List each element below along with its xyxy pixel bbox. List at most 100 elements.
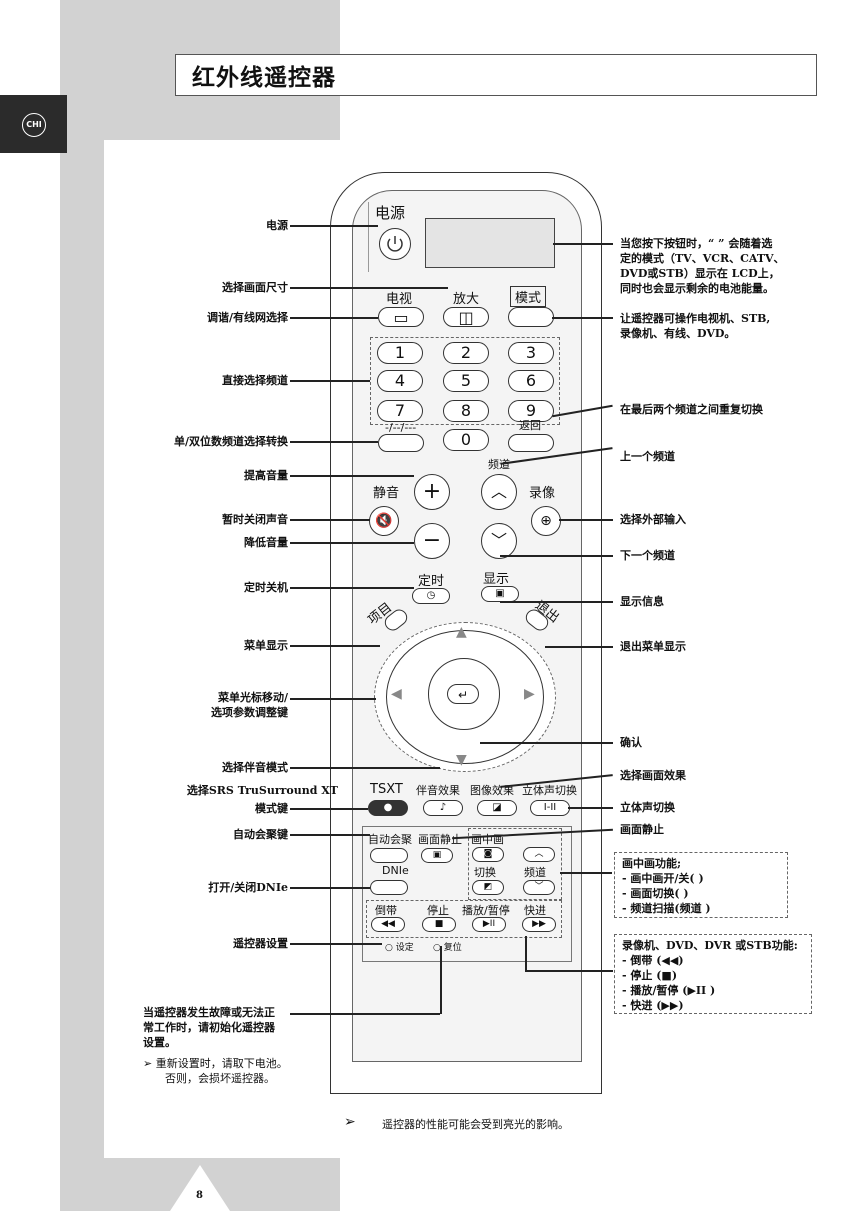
still-button[interactable]: ▣ — [421, 848, 453, 863]
mode-label: 模式 — [510, 286, 547, 307]
source-icon: ⊕ — [540, 513, 552, 529]
num-5[interactable]: 5 — [443, 370, 489, 392]
language-badge: CHI — [22, 113, 46, 137]
pip-button[interactable]: ◙ — [472, 847, 504, 862]
anno-direct-channel: 直接选择频道 — [222, 374, 288, 387]
num-0[interactable]: 0 — [443, 429, 489, 451]
source-label: 录像 — [529, 486, 556, 501]
anno-tv: 调谐/有线网选择 — [206, 311, 288, 324]
vcr-info-box — [614, 934, 812, 1014]
anno-dnie: 打开/关闭DNIe — [208, 881, 288, 894]
ff-button[interactable]: ▶▶ — [522, 917, 556, 932]
prech-label: 返回 — [519, 419, 541, 432]
prech-button[interactable] — [508, 434, 554, 452]
footer-note: 遥控器的性能可能会受到亮光的影响。 — [382, 1118, 569, 1131]
auto-focus-label: 自动会聚 — [368, 833, 412, 846]
anno-srs-2: 模式键 — [255, 802, 288, 815]
anno-exit: 退出菜单显示 — [620, 640, 686, 653]
stop-label: 停止 — [427, 904, 449, 917]
anno-ch-up: 上一个频道 — [620, 450, 675, 463]
anno-screen-size: 选择画面尺寸 — [222, 281, 288, 294]
swap-button[interactable]: ◩ — [472, 880, 504, 895]
picture-effect-button[interactable]: ◪ — [477, 800, 517, 816]
anno-remote-setup: 遥控器设置 — [233, 937, 288, 950]
anno-ch-down: 下一个频道 — [620, 549, 675, 562]
sleep-button[interactable]: ◷ — [412, 588, 450, 604]
source-button[interactable]: ⊕ — [531, 506, 561, 536]
play-pause-button[interactable]: ▶II — [472, 917, 506, 932]
footer-arrow: ➢ — [344, 1114, 356, 1130]
tsxt-button[interactable]: ● — [368, 800, 408, 816]
set-label: ○ 设定 — [385, 943, 414, 953]
num-7[interactable]: 7 — [377, 400, 423, 422]
info-button[interactable]: ▣ — [481, 586, 519, 602]
right-arrow-icon[interactable]: ▶ — [524, 686, 535, 702]
page-title: 红外线遥控器 — [192, 64, 336, 91]
swap-label: 切换 — [474, 866, 496, 879]
num-9[interactable]: 9 — [508, 400, 554, 422]
anno-enter: 确认 — [620, 736, 642, 749]
power-label: 电源 — [375, 204, 406, 222]
anno-menu: 菜单显示 — [244, 639, 288, 652]
mute-button[interactable]: 🔇 — [369, 506, 399, 536]
stereo-button[interactable]: I-II — [530, 800, 570, 816]
anno-srs-1: 选择SRS TruSurround XT — [186, 784, 338, 797]
dash-button[interactable] — [378, 434, 424, 452]
rew-button[interactable]: ◀◀ — [371, 917, 405, 932]
vcr-box-content: 录像机、DVD、DVR 或STB功能: - 倒带 (◀◀)- 停止 (■) - … — [622, 939, 798, 1012]
mute-icon: 🔇 — [375, 513, 393, 529]
anno-info: 显示信息 — [620, 595, 664, 608]
pip-ch-down-button[interactable]: ﹀ — [523, 880, 555, 895]
vcr-frame — [366, 900, 562, 938]
left-arrow-icon[interactable]: ◀ — [391, 686, 402, 702]
power-icon — [387, 236, 403, 252]
channel-down-button[interactable]: ﹀ — [481, 523, 517, 559]
enter-button[interactable]: ↵ — [428, 658, 500, 730]
lower-panel — [362, 826, 572, 962]
play-pause-label: 播放/暂停 — [462, 904, 510, 917]
num-1[interactable]: 1 — [377, 342, 423, 364]
zoom-button[interactable]: ◫ — [443, 307, 489, 327]
rew-label: 倒带 — [375, 904, 397, 917]
down-arrow-icon[interactable]: ▼ — [456, 752, 467, 768]
dnie-label: DNIe — [382, 864, 409, 877]
reset-note: 当遥控器发生故障或无法正常工作时，请初始化遥控器设置。 — [143, 1006, 275, 1049]
anno-mode: 让遥控器可操作电视机、STB,录像机、有线、DVD。 — [620, 312, 771, 340]
num-3[interactable]: 3 — [508, 342, 554, 364]
dnie-button[interactable] — [370, 880, 408, 895]
still-label: 画面静止 — [418, 833, 462, 846]
anno-power: 电源 — [266, 219, 288, 232]
stop-button[interactable]: ■ — [422, 917, 456, 932]
channel-up-button[interactable]: ︿ — [481, 474, 517, 510]
tv-button[interactable]: ▭ — [378, 307, 424, 327]
num-2[interactable]: 2 — [443, 342, 489, 364]
anno-cursor-1: 菜单光标移动/ — [217, 691, 288, 704]
battery-note: ➢ 重新设置时，请取下电池。否则，会损坏遥控器。 — [143, 1057, 288, 1085]
anno-lcd: 当您按下按钮时，“ ” 会随着选定的模式（TV、VCR、CATV、 DVD或ST… — [620, 237, 785, 295]
pip-label: 画中画 — [471, 833, 504, 846]
sound-effect-button[interactable]: ♪ — [423, 800, 463, 816]
sound-effect-label: 伴音效果 — [416, 784, 460, 797]
title-box — [175, 54, 817, 96]
reset-label: ○ 复位 — [433, 943, 462, 953]
sleep-label: 定时 — [418, 574, 445, 589]
mode-button[interactable] — [508, 307, 554, 327]
anno-source: 选择外部输入 — [620, 513, 686, 526]
num-6[interactable]: 6 — [508, 370, 554, 392]
ff-label: 快进 — [524, 904, 546, 917]
enter-icon: ↵ — [447, 684, 479, 704]
anno-sleep: 定时关机 — [244, 581, 288, 594]
auto-focus-button[interactable] — [370, 848, 408, 863]
zoom-label: 放大 — [453, 292, 480, 307]
volume-up-button[interactable]: + — [414, 474, 450, 510]
mute-label: 静音 — [373, 486, 400, 501]
num-8[interactable]: 8 — [443, 400, 489, 422]
pip-info-box — [614, 852, 788, 918]
power-button[interactable] — [379, 228, 411, 260]
volume-down-button[interactable]: − — [414, 523, 450, 559]
anno-pic-effect: 选择画面效果 — [620, 769, 686, 782]
up-arrow-icon[interactable]: ▲ — [456, 624, 467, 640]
anno-sound-mode: 选择伴音模式 — [222, 761, 288, 774]
num-4[interactable]: 4 — [377, 370, 423, 392]
pip-ch-up-button[interactable]: ︿ — [523, 847, 555, 862]
